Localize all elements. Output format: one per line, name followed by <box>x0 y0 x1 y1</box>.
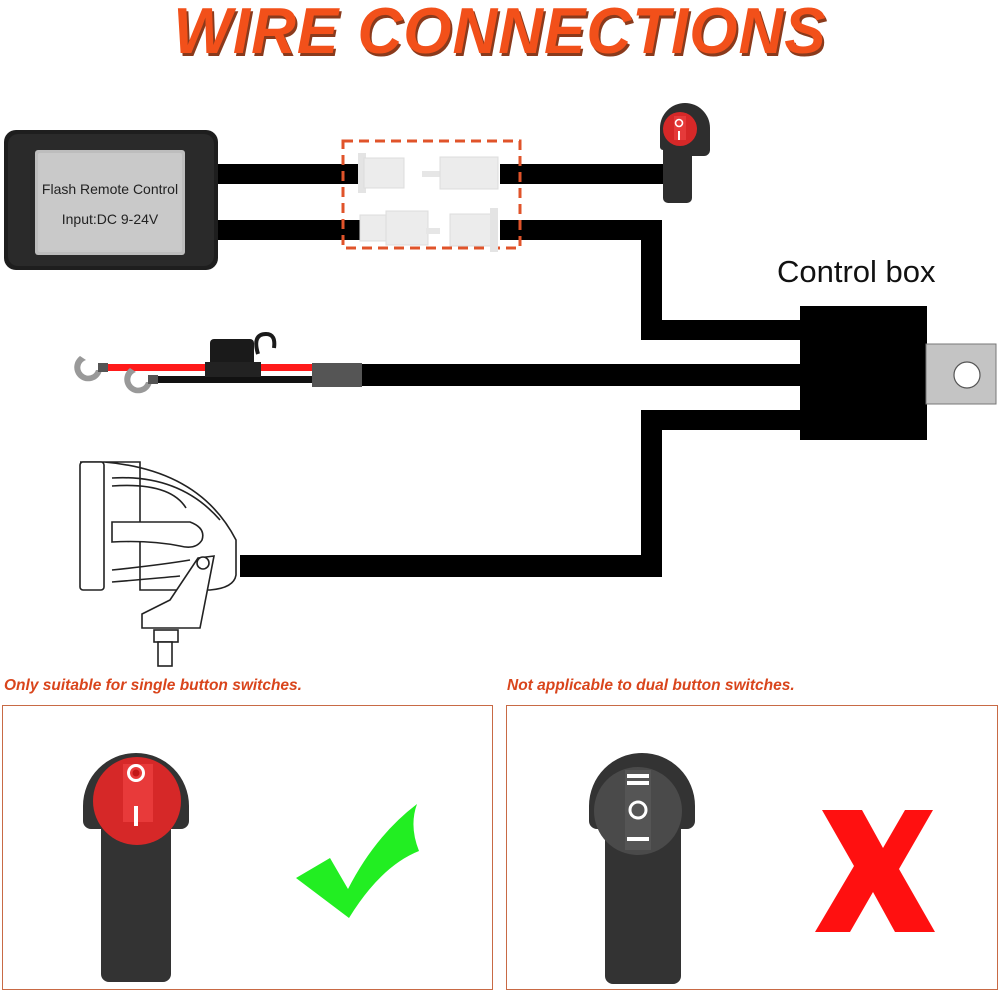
control-box <box>800 306 997 440</box>
module-label-line1: Flash Remote Control <box>42 181 178 197</box>
x-mark-icon <box>815 810 935 932</box>
note-compatible: Only suitable for single button switches… <box>4 677 302 694</box>
wiring-diagram: Flash Remote Control Input:DC 9-24V <box>4 103 997 667</box>
wire-remote-to-box <box>500 220 802 340</box>
wire-light-to-box <box>240 410 802 577</box>
wires <box>215 164 802 577</box>
wire-module-bottom <box>215 220 355 240</box>
wire-connectors-icon <box>341 139 522 252</box>
single-button-switch-icon <box>83 753 189 982</box>
checkmark-icon <box>296 804 419 918</box>
wire-switch-top <box>500 164 670 184</box>
work-light-icon <box>79 461 237 667</box>
note-incompatible: Not applicable to dual button switches. <box>507 677 795 694</box>
flash-remote-module: Flash Remote Control Input:DC 9-24V <box>4 130 218 270</box>
wire-battery-to-box <box>360 364 802 386</box>
panel-dual-button <box>506 705 998 990</box>
panel-single-button <box>2 705 493 990</box>
page-title: WIRE CONNECTIONS <box>173 0 827 68</box>
ring-terminal-fuse-icon <box>74 331 362 394</box>
wire-module-top <box>215 164 355 184</box>
dual-button-switch-icon <box>589 753 695 984</box>
control-box-label: Control box <box>777 254 936 289</box>
rocker-switch-icon <box>660 103 710 203</box>
module-label-line2: Input:DC 9-24V <box>62 211 159 227</box>
